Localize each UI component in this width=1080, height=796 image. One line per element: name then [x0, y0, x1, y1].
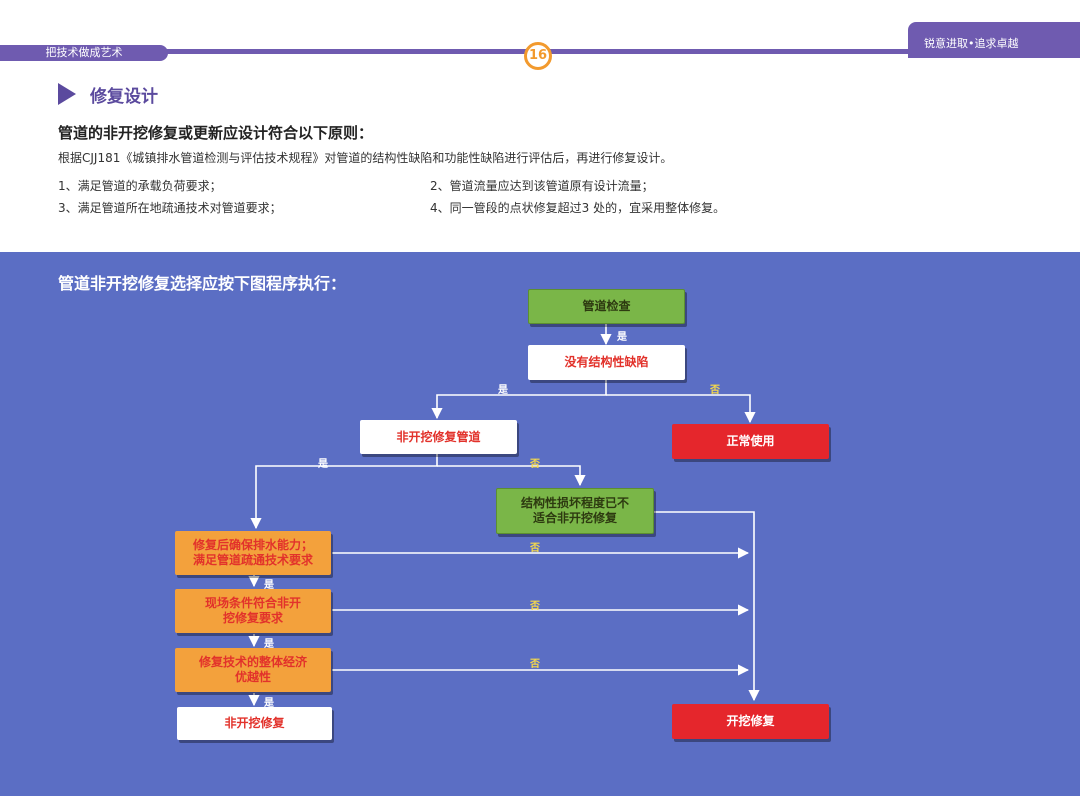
- node-trenchless-pipe: 非开挖修复管道: [360, 420, 517, 454]
- label-yes-1: 是: [617, 332, 627, 343]
- node-site-line-1: 现场条件符合非开: [204, 596, 301, 610]
- label-yes-6: 是: [264, 698, 274, 709]
- section-title: 修复设计: [90, 87, 158, 107]
- node-site-conditions: 现场条件符合非开 挖修复要求: [175, 589, 331, 633]
- node-inspect: 管道检查: [528, 289, 685, 324]
- label-no-3: 否: [530, 543, 540, 554]
- node-trenchless-repair: 非开挖修复: [177, 707, 332, 740]
- requirement-3: 3、满足管道所在地疏通技术对管道要求；: [58, 201, 282, 215]
- node-damage-line-2: 适合非开挖修复: [532, 511, 617, 525]
- requirement-2: 2、管道流量应达到该管道原有设计流量；: [430, 179, 654, 193]
- label-yes-4: 是: [264, 580, 274, 591]
- label-yes-2: 是: [498, 385, 508, 396]
- label-yes-5: 是: [264, 639, 274, 650]
- node-normal-use: 正常使用: [672, 424, 829, 459]
- node-drainage-capacity: 修复后确保排水能力； 满足管道疏通技术要求: [175, 531, 331, 575]
- node-damage-line-1: 结构性损坏程度已不: [520, 496, 629, 510]
- node-normal-use-label: 正常使用: [726, 434, 775, 448]
- node-open-repair: 开挖修复: [672, 704, 829, 739]
- node-economy-line-2: 优越性: [234, 670, 271, 684]
- section-arrow-icon: [58, 83, 76, 105]
- requirement-4: 4、同一管段的点状修复超过3 处的，宜采用整体修复。: [430, 201, 726, 215]
- label-no-1: 否: [710, 385, 720, 396]
- label-no-2: 否: [530, 459, 540, 470]
- node-inspect-label: 管道检查: [582, 299, 631, 313]
- node-site-line-2: 挖修复要求: [222, 611, 283, 625]
- node-drainage-line-1: 修复后确保排水能力；: [192, 538, 313, 552]
- node-economy-line-1: 修复技术的整体经济: [198, 655, 307, 669]
- node-no-structural-label: 没有结构性缺陷: [564, 355, 649, 369]
- node-drainage-line-2: 满足管道疏通技术要求: [192, 553, 313, 567]
- node-trenchless-repair-label: 非开挖修复: [224, 716, 285, 730]
- header-slogan-right: 锐意进取•追求卓越: [908, 22, 1080, 58]
- principle-intro: 根据CJJ181《城镇排水管道检测与评估技术规程》对管道的结构性缺陷和功能性缺陷…: [58, 151, 673, 165]
- header-slogan-left: 把技术做成艺术: [0, 45, 168, 61]
- label-no-4: 否: [530, 601, 540, 612]
- node-economy: 修复技术的整体经济 优越性: [175, 648, 331, 692]
- principle-heading: 管道的非开挖修复或更新应设计符合以下原则：: [58, 124, 374, 142]
- flowchart-title: 管道非开挖修复选择应按下图程序执行：: [58, 274, 347, 293]
- label-no-5: 否: [530, 659, 540, 670]
- requirement-1: 1、满足管道的承载负荷要求；: [58, 179, 222, 193]
- node-no-structural-defect: 没有结构性缺陷: [528, 345, 685, 380]
- page-number: 16: [524, 42, 552, 70]
- node-trenchless-pipe-label: 非开挖修复管道: [396, 429, 481, 444]
- label-yes-3: 是: [318, 459, 328, 470]
- node-damage-unsuitable: 结构性损坏程度已不 适合非开挖修复: [496, 488, 654, 534]
- node-open-repair-label: 开挖修复: [726, 714, 775, 728]
